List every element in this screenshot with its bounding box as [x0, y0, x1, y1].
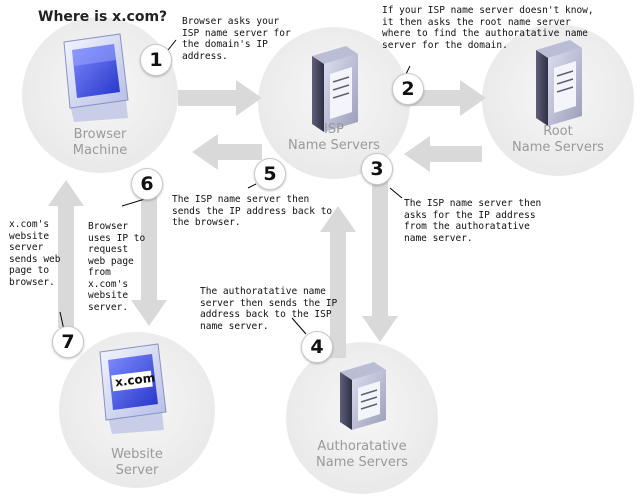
- step-5-badge: 5: [254, 158, 286, 190]
- step-6-note: Browser uses IP to request web page from…: [88, 221, 146, 313]
- arrow-step-1: [178, 80, 262, 116]
- website-server-label: Website Server: [111, 447, 163, 478]
- step-7-badge: 7: [52, 326, 84, 358]
- arrow-step-3: [362, 178, 398, 342]
- step-1-badge: 1: [140, 44, 172, 76]
- website-monitor-icon: [99, 343, 167, 434]
- authoritative-server-tower-icon: [340, 362, 386, 430]
- step-4-badge: 4: [301, 331, 333, 363]
- step-7-note: x.com's website server sends web page to…: [9, 219, 61, 288]
- arrow-step-4: [320, 206, 356, 358]
- step-3-badge: 3: [361, 153, 393, 185]
- arrow-step-5: [192, 134, 262, 170]
- step-2-note: If your ISP name server doesn't know, it…: [382, 5, 594, 51]
- flow-arrows: [48, 80, 486, 358]
- authoritative-name-servers-label: Authoratative Name Servers: [316, 439, 408, 470]
- step-3-note: The ISP name server then asks for the IP…: [404, 198, 542, 244]
- step-4-note: The authoratative name server then sends…: [200, 286, 338, 332]
- arrow-step-6: [131, 178, 167, 326]
- browser-monitor-icon: [63, 33, 129, 122]
- root-server-tower-icon: [536, 40, 582, 126]
- arrow-step-2: [410, 80, 486, 116]
- arrow-root-return: [404, 136, 482, 172]
- step-6-badge: 6: [131, 168, 163, 200]
- root-name-servers-label: Root Name Servers: [512, 124, 604, 155]
- browser-machine-label: Browser Machine: [72, 127, 128, 158]
- step-5-note: The ISP name server then sends the IP ad…: [172, 194, 333, 228]
- diagram-title: Where is x.com?: [38, 9, 168, 25]
- arrow-step-7: [48, 180, 84, 328]
- step-1-note: Browser asks your ISP name server for th…: [182, 16, 291, 62]
- isp-name-servers-label: ISP Name Servers: [288, 122, 380, 153]
- isp-server-tower-icon: [312, 46, 358, 132]
- step-2-badge: 2: [392, 73, 424, 105]
